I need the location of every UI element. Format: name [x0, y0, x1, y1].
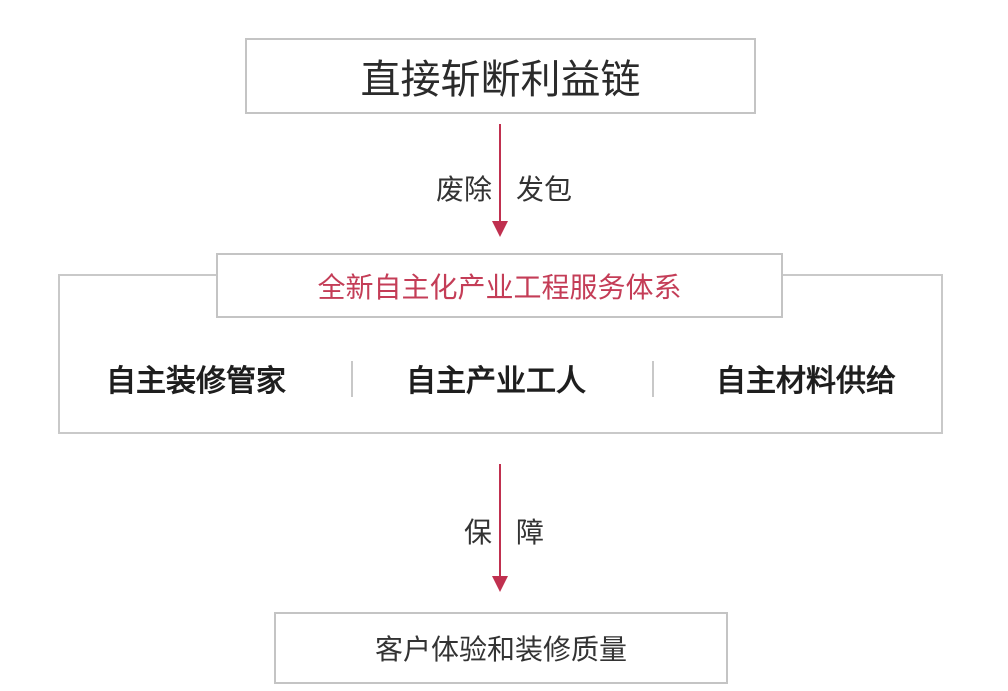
arrow-2-head-icon: [492, 576, 508, 592]
pillar-material-supply: 自主材料供给: [716, 364, 896, 399]
top-box: 直接斩断利益链: [245, 38, 756, 114]
pillar-divider: [351, 361, 353, 397]
arrow-1-head-icon: [492, 221, 508, 237]
bottom-box: 客户体验和装修质量: [274, 612, 728, 684]
arrow-2-left-label: 保: [463, 516, 492, 549]
bottom-box-text: 客户体验和装修质量: [374, 633, 627, 666]
arrow-1-left-label: 废除: [435, 173, 492, 206]
pillar-divider: [652, 361, 654, 397]
pillar-decoration-manager: 自主装修管家: [106, 364, 286, 399]
arrow-2-right-label: 障: [516, 516, 545, 549]
top-box-text: 直接斩断利益链: [360, 57, 641, 103]
arrow-1-right-label: 发包: [516, 173, 573, 206]
arrow-1-line: [499, 124, 501, 224]
pillar-industrial-workers: 自主产业工人: [406, 364, 586, 399]
arrow-2-line: [499, 464, 501, 578]
system-title-box: 全新自主化产业工程服务体系: [216, 253, 783, 318]
system-title: 全新自主化产业工程服务体系: [317, 270, 682, 304]
